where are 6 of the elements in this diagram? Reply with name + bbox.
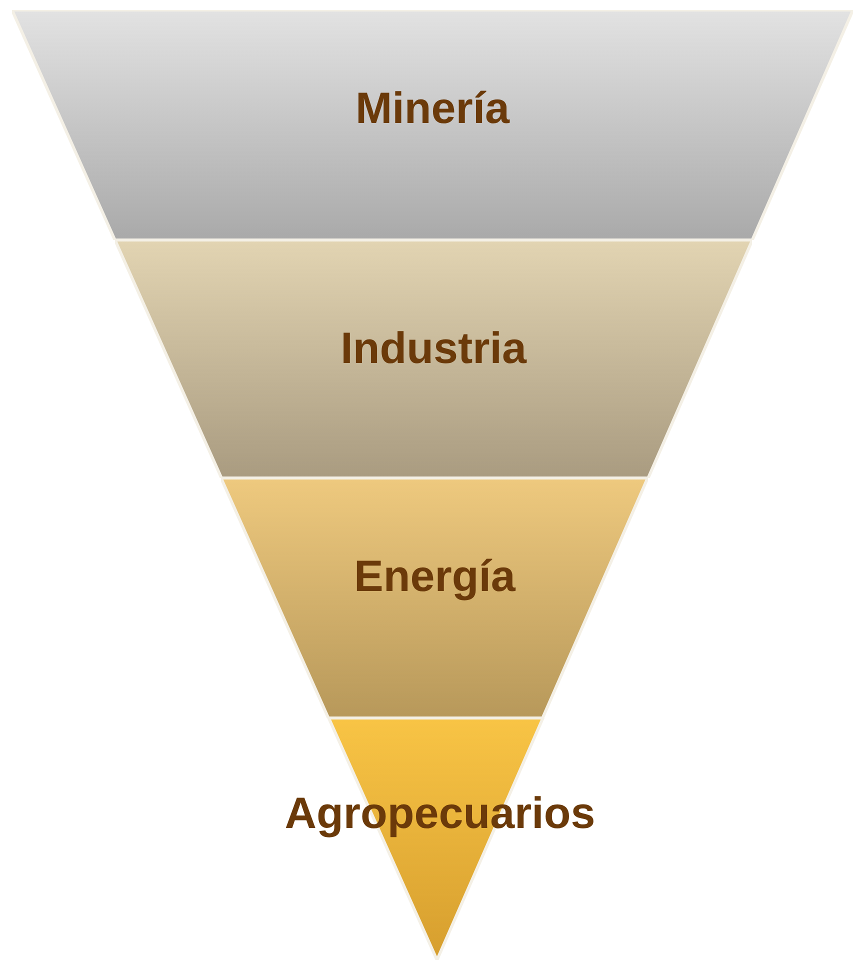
pyramid-tier <box>12 10 853 240</box>
tier-label: Minería <box>355 84 510 134</box>
pyramid-tier <box>221 478 648 718</box>
tier-label: Energía <box>354 552 516 602</box>
pyramid-tier <box>114 240 752 478</box>
tier-label: Industria <box>340 324 526 374</box>
